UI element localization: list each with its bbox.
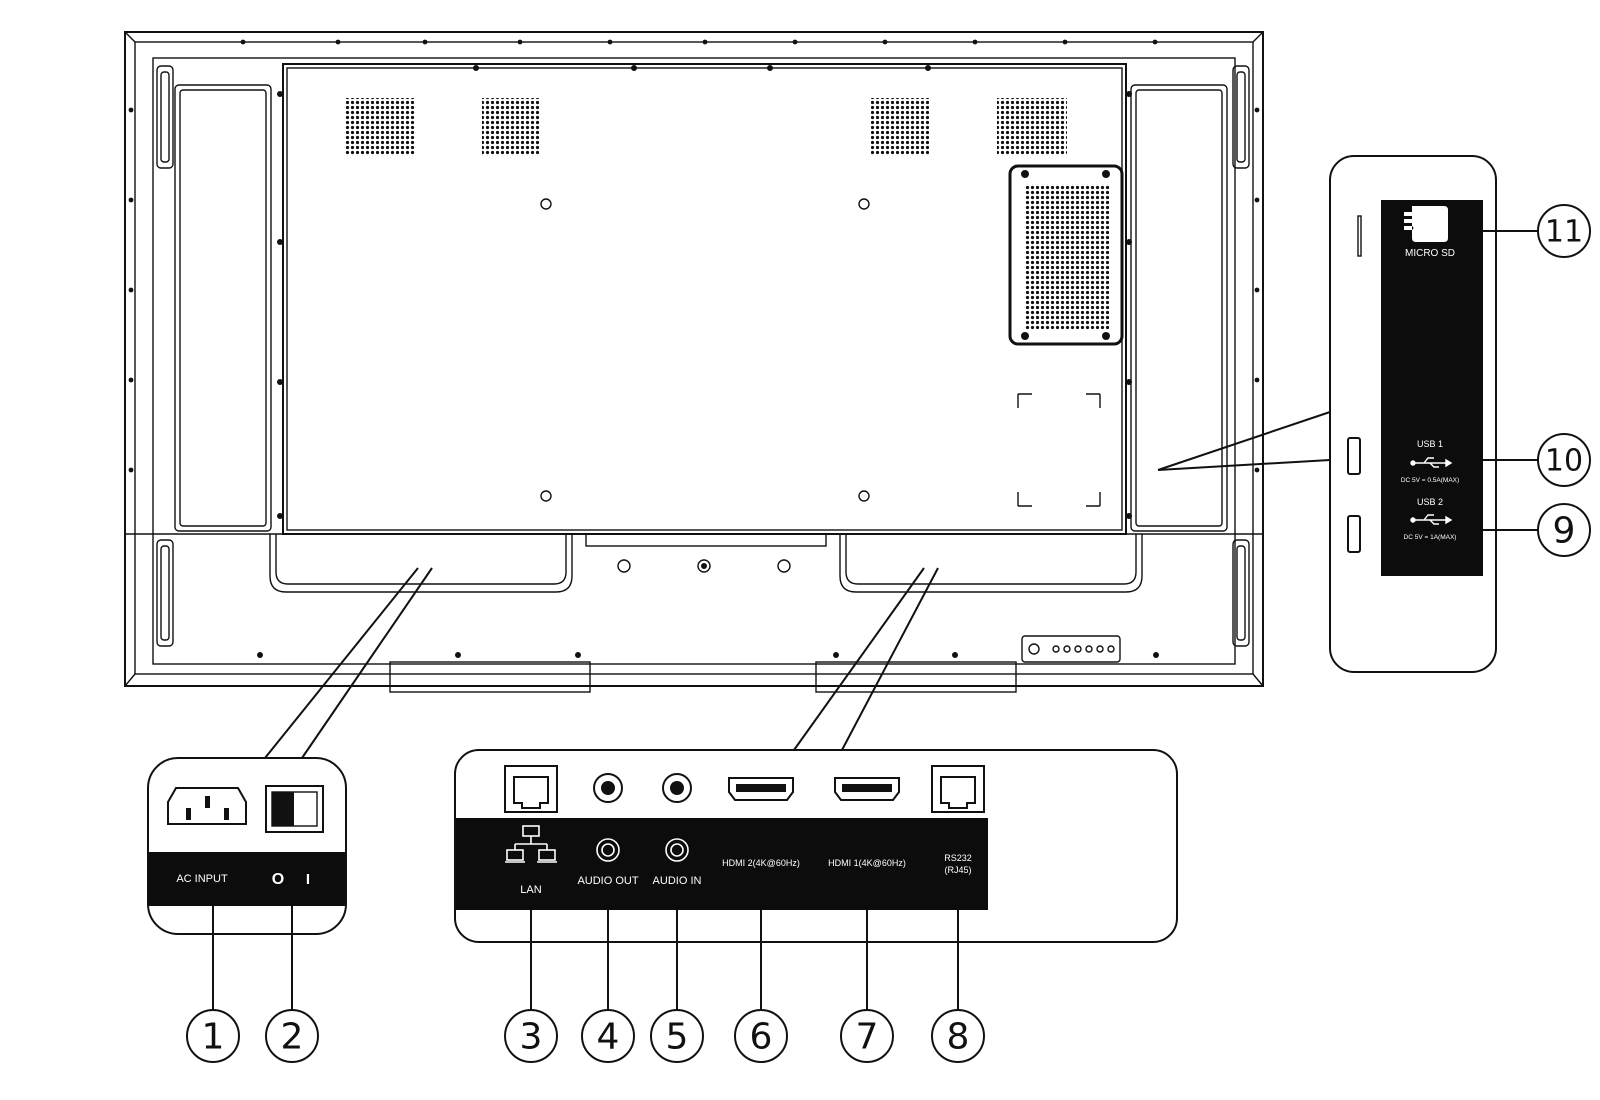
audio-jack-icon	[596, 838, 620, 862]
usb2-label: USB 2	[1417, 497, 1443, 507]
switch-off-symbol: O	[272, 871, 284, 888]
hdmi1-label: HDMI 1(4K@60Hz)	[828, 858, 906, 868]
rocker-switch-icon	[265, 785, 324, 833]
callout-markers: 1 2 3 4 5 6 7 8 9 10 11	[186, 204, 1591, 1063]
rs232-sublabel: (RJ45)	[944, 865, 971, 875]
callout-8: 8	[947, 1017, 970, 1058]
usb1-rating-label: DC 5V = 0.5A(MAX)	[1401, 477, 1459, 484]
hdmi2-label: HDMI 2(4K@60Hz)	[722, 858, 800, 868]
audio-out-label: AUDIO OUT	[577, 875, 638, 887]
power-panel: AC INPUT O I	[147, 757, 347, 935]
switch-on-symbol: I	[306, 871, 310, 888]
audio-out-jack	[593, 773, 623, 803]
callout-9: 9	[1553, 511, 1576, 552]
io-panel: LAN AUDIO OUT AUDIO IN HDMI 2(4K@60Hz) H…	[454, 749, 1178, 943]
callout-10: 10	[1545, 444, 1583, 479]
micro-sd-label: MICRO SD	[1405, 248, 1455, 259]
callout-7: 7	[856, 1017, 879, 1058]
rs232-port	[931, 765, 985, 813]
audio-jack-icon	[665, 838, 689, 862]
side-panel: MICRO SD USB 1 DC 5V = 0.5A(MAX) USB 2 D…	[1329, 155, 1497, 673]
lan-label: LAN	[520, 884, 541, 896]
callout-11: 11	[1545, 215, 1583, 250]
callout-1: 1	[202, 1017, 225, 1058]
hdmi2-port	[728, 777, 794, 801]
callout-5: 5	[666, 1017, 689, 1058]
usb2-rating-label: DC 5V = 1A(MAX)	[1404, 534, 1457, 541]
callout-pointers	[212, 230, 1538, 1010]
usb1-label: USB 1	[1417, 439, 1443, 449]
callout-4: 4	[597, 1017, 620, 1058]
ethernet-icon	[505, 825, 557, 863]
hdmi1-port	[834, 777, 900, 801]
callout-3: 3	[520, 1017, 543, 1058]
leader-lines	[264, 411, 1331, 759]
sd-card-icon	[1404, 206, 1448, 242]
usb-icon	[1410, 457, 1453, 468]
lan-port	[504, 765, 558, 813]
audio-in-jack	[662, 773, 692, 803]
callout-6: 6	[750, 1017, 773, 1058]
usb-icon	[1410, 514, 1453, 525]
rs232-label: RS232	[944, 853, 972, 863]
ac-socket-icon	[167, 787, 247, 825]
audio-in-label: AUDIO IN	[653, 875, 702, 887]
ac-input-label: AC INPUT	[176, 873, 228, 885]
tv-rear-body	[124, 31, 1264, 693]
callout-2: 2	[281, 1017, 304, 1058]
